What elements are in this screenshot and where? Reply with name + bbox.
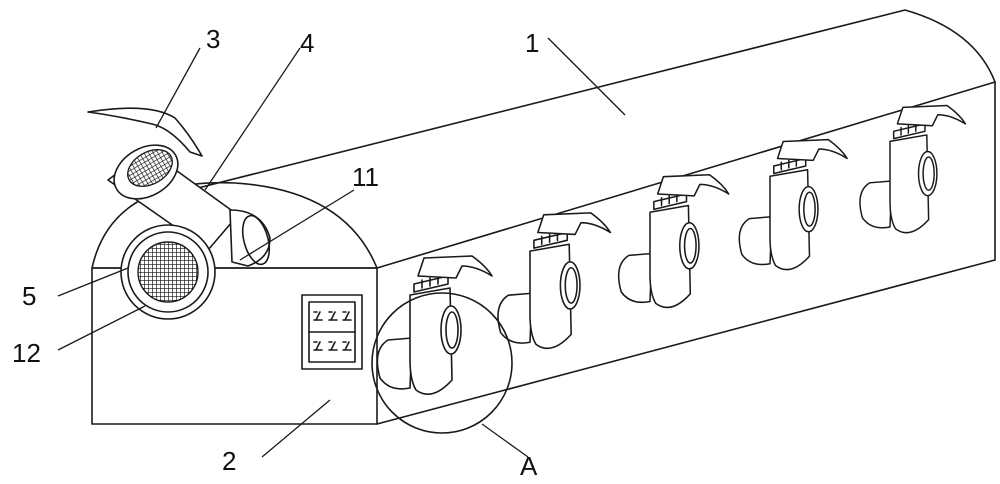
label-11: 11 <box>352 162 379 192</box>
unit-base <box>738 215 773 266</box>
outlet-mesh <box>137 241 199 303</box>
housing-bottom-edge <box>376 259 996 425</box>
unit-flap <box>776 138 848 162</box>
label-2: 2 <box>222 446 236 476</box>
front-outlet <box>120 224 216 320</box>
side-unit-3 <box>617 173 730 309</box>
unit-flap <box>896 104 967 127</box>
unit-base <box>617 252 653 304</box>
side-units <box>376 104 967 396</box>
leader-lines <box>57 37 626 458</box>
hopper-mesh <box>127 149 173 187</box>
detail-circle-a <box>371 292 513 434</box>
front-face <box>91 267 378 425</box>
control-panel <box>301 294 363 370</box>
switch-row-bottom <box>313 341 352 351</box>
unit-body <box>649 204 692 309</box>
label-4: 4 <box>300 28 314 58</box>
housing-top-edge <box>189 9 996 191</box>
unit-body <box>529 243 572 350</box>
intake-hopper <box>87 107 203 200</box>
unit-base <box>497 292 533 344</box>
inlet-collar <box>229 209 271 267</box>
unit-base <box>376 337 413 390</box>
unit-base <box>859 180 893 229</box>
label-a: A <box>520 451 538 481</box>
housing-body <box>91 9 996 425</box>
label-3: 3 <box>206 24 220 54</box>
unit-body <box>889 134 930 234</box>
front-arch <box>91 181 378 269</box>
side-unit-5 <box>859 104 967 234</box>
unit-flap <box>417 255 493 279</box>
label-5: 5 <box>22 281 36 311</box>
unit-flap <box>656 173 730 197</box>
side-unit-1 <box>376 255 493 396</box>
label-12: 12 <box>12 338 41 368</box>
side-unit-2 <box>497 212 612 350</box>
hood-cover <box>87 107 203 157</box>
unit-body <box>769 168 811 271</box>
switch-row-top <box>313 311 352 321</box>
side-unit-4 <box>738 138 848 271</box>
unit-body <box>409 287 453 396</box>
label-1: 1 <box>525 28 539 58</box>
unit-flap <box>537 212 612 236</box>
